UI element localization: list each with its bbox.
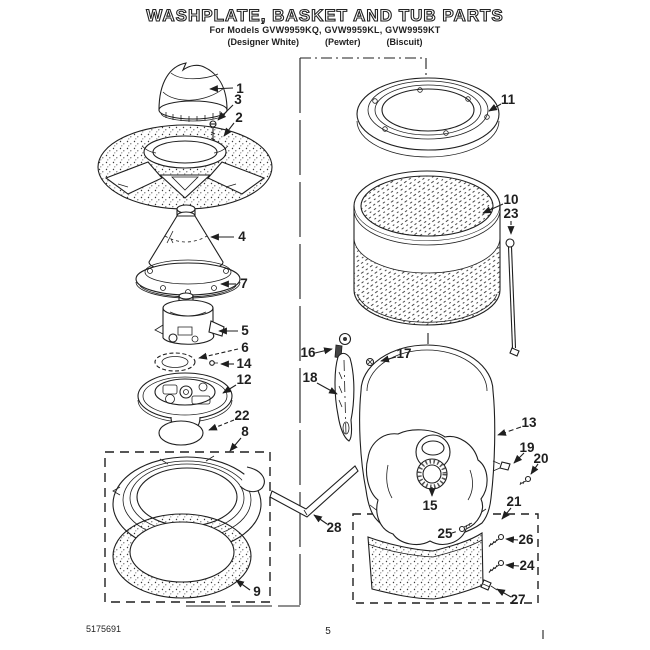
callout-9: 9 [235,579,261,599]
svg-text:27: 27 [510,592,525,607]
part-11-tub-ring [357,78,499,157]
svg-text:7: 7 [240,276,248,291]
callout-3: 3 [217,92,242,121]
part-9-friction-ring [113,514,251,598]
part-26-screw [489,535,504,548]
svg-text:21: 21 [506,494,522,509]
color-label-designer-white: (Designer White) [227,37,299,47]
svg-text:28: 28 [326,520,342,535]
svg-text:22: 22 [234,408,249,423]
svg-text:26: 26 [518,532,534,547]
callout-14: 14 [220,356,252,371]
part-19-clip [493,461,510,471]
callout-13: 13 [497,415,537,436]
callout-1: 1 [209,81,244,96]
svg-text:24: 24 [519,558,535,573]
callout-21: 21 [501,494,522,520]
callout-10: 10 [482,192,519,213]
part-25-screw [460,523,473,532]
part-22-oring [159,421,203,445]
part-pad [368,533,483,599]
svg-text:13: 13 [521,415,537,430]
callout-27: 27 [496,589,526,607]
svg-text:17: 17 [396,346,411,361]
svg-text:25: 25 [437,526,453,541]
callout-20: 20 [530,451,549,475]
svg-text:15: 15 [422,498,438,513]
svg-text:23: 23 [503,206,519,221]
svg-text:9: 9 [253,584,261,599]
svg-text:16: 16 [300,345,316,360]
svg-text:19: 19 [519,440,534,455]
color-labels: (Designer White) (Pewter) (Biscuit) [0,37,650,47]
part-27-clip [481,580,497,590]
color-label-biscuit: (Biscuit) [386,37,423,47]
part-1-washplate-cap [159,63,227,122]
callout-11: 11 [488,92,516,111]
callout-6: 6 [198,340,249,360]
part-5-dispenser-valve [155,293,224,344]
callout-5: 5 [218,323,249,338]
part-24-screw [489,561,504,574]
page-title: WASHPLATE, BASKET AND TUB PARTS [146,5,504,25]
svg-text:3: 3 [234,92,242,107]
callout-17: 17 [380,346,412,363]
svg-text:4: 4 [238,229,246,244]
part-20-screw [520,477,531,486]
svg-text:2: 2 [235,110,243,125]
document-number: 5175691 [86,624,122,634]
svg-text:12: 12 [236,372,251,387]
callout-12: 12 [222,372,252,393]
callout-18: 18 [302,370,338,394]
callout-19: 19 [513,440,535,464]
callout-2: 2 [223,110,243,137]
part-10-basket [354,171,500,325]
callout-23: 23 [503,206,519,235]
part-6-seal-ring [155,353,195,371]
callouts: 1 3 2 4 7 5 6 [198,81,549,607]
page-number: 5 [325,626,331,637]
callout-15: 15 [422,498,438,513]
callout-4: 4 [210,229,246,244]
part-14-screw [210,361,218,366]
callout-8: 8 [229,424,249,452]
part-12-hub-assembly [138,373,232,428]
part-7-dispenser-base [136,260,240,298]
callout-28: 28 [313,514,342,535]
part-23-rod [506,239,519,356]
svg-text:5: 5 [241,323,249,338]
svg-text:20: 20 [533,451,548,466]
pad-dashed-box [353,514,538,603]
color-label-pewter: (Pewter) [325,37,361,47]
svg-text:1: 1 [236,81,244,96]
svg-text:6: 6 [241,340,249,355]
part-13-tub [360,345,495,545]
svg-text:11: 11 [501,92,516,107]
callout-24: 24 [505,558,535,573]
callout-26: 26 [505,532,534,547]
svg-text:10: 10 [503,192,518,207]
part-28-trim-rod [270,466,358,517]
svg-text:8: 8 [241,424,249,439]
callout-22: 22 [208,408,250,430]
part-8-assembly-box [105,452,270,602]
callout-25: 25 [437,526,458,541]
callout-16: 16 [300,345,333,360]
svg-text:18: 18 [302,370,318,385]
svg-text:14: 14 [236,356,252,371]
part-2-washplate [98,125,272,209]
part-16-18-bracket [335,334,354,442]
callout-7: 7 [220,276,248,291]
models-line: For Models GVW9959KQ, GVW9959KL, GVW9959… [209,25,441,35]
